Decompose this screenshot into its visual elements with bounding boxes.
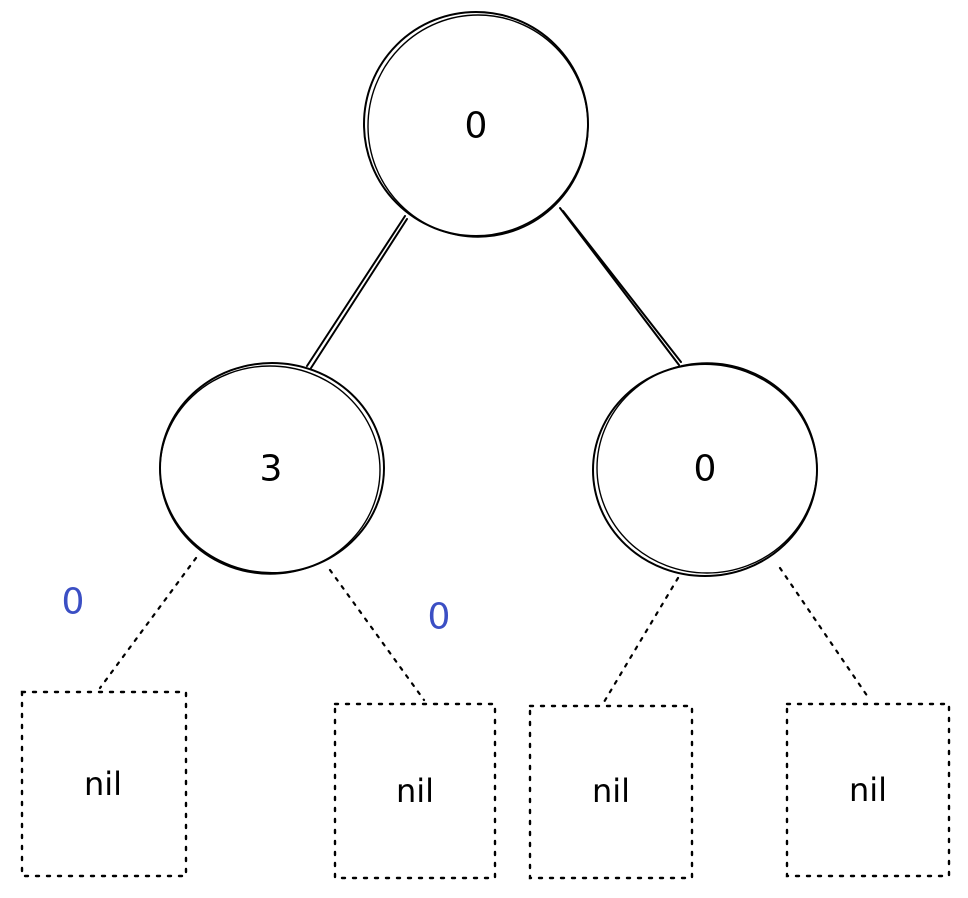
nil-leaf-1-label: nil (84, 765, 122, 803)
annotation-left-nil: 0 (62, 582, 85, 623)
nil-leaf-2: nil (333, 702, 497, 880)
node-root-label: 0 (465, 106, 488, 147)
nil-leaf-4-label: nil (849, 771, 887, 809)
edge-right-nil4 (778, 566, 872, 702)
nil-leaf-1: nil (20, 690, 188, 878)
node-right-label: 0 (694, 449, 717, 490)
nil-leaf-3-label: nil (592, 772, 630, 810)
nil-leaf-2-label: nil (396, 772, 434, 810)
edge-left-nil2 (328, 568, 426, 702)
node-root: 0 (363, 11, 589, 238)
nil-leaf-4: nil (785, 702, 951, 878)
edge-right-nil3 (602, 576, 680, 704)
edge-left-nil1 (98, 556, 198, 690)
node-right: 0 (592, 362, 818, 577)
edge-root-right (559, 207, 682, 366)
annotation-right-nil: 0 (428, 597, 451, 638)
node-left: 3 (159, 362, 385, 575)
nil-leaf-3: nil (528, 704, 694, 880)
node-left-label: 3 (260, 449, 283, 490)
edge-root-left (306, 215, 408, 369)
